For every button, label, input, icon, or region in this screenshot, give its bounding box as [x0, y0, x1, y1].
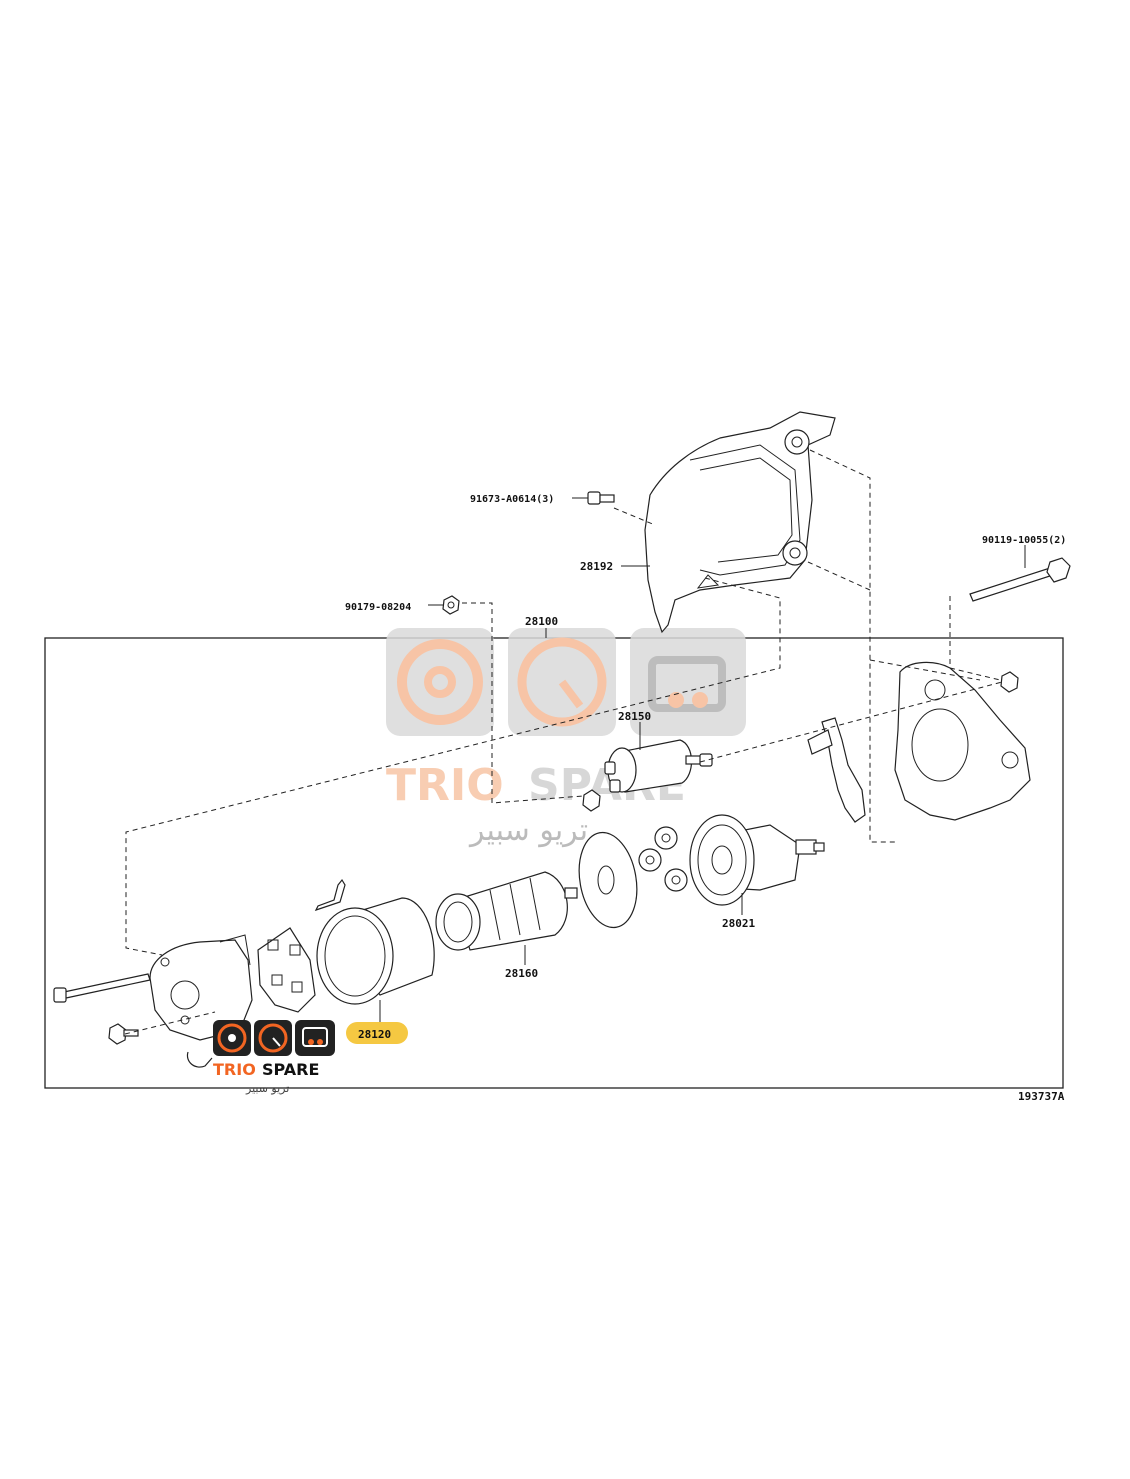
- solenoid-28150: [582, 722, 713, 812]
- logo-brand-left: TRIO: [213, 1060, 256, 1079]
- yoke-28120: [314, 878, 435, 1025]
- label-bolt-90119: 90119-10055(2): [982, 535, 1066, 546]
- cover-plate-28192: [644, 411, 836, 634]
- shift-lever: [807, 717, 866, 823]
- logo-engine-icon: [302, 1027, 328, 1047]
- nut-90179: [428, 595, 460, 615]
- watermark-brand-left: TRIO: [386, 760, 504, 811]
- figure-id: 193737A: [1018, 1090, 1065, 1103]
- highlight-28120: [346, 1022, 408, 1044]
- gear-assy-28021: [689, 814, 825, 915]
- armature-28160: [435, 871, 578, 965]
- watermark: TRIO SPARE تريو سبير: [386, 628, 746, 848]
- label-nut-90179: 90179-08204: [345, 602, 411, 613]
- brand-logo: TRIO SPARE تريو سبير: [213, 1020, 335, 1095]
- washer-plate: [578, 831, 638, 929]
- label-yoke-28120: 28120: [358, 1028, 391, 1041]
- label-assembly-28100: 28100: [525, 615, 558, 628]
- engine-icon: [648, 656, 726, 712]
- planetary-gears: [638, 826, 688, 892]
- gauge-icon: [517, 637, 607, 727]
- logo-brand-arabic: تريو سبير: [245, 1082, 289, 1095]
- label-cover-28192: 28192: [580, 560, 613, 573]
- logo-brand-right: SPARE: [262, 1060, 319, 1079]
- through-bolt-left: [53, 973, 151, 1003]
- watermark-brand-arabic: تريو سبير: [468, 813, 588, 848]
- bolt-91673: [572, 491, 615, 505]
- label-gear-assy-28021: 28021: [722, 917, 755, 930]
- drive-housing: [894, 661, 1031, 821]
- label-armature-28160: 28160: [505, 967, 538, 980]
- alignment-lines: [124, 449, 1003, 1035]
- screw-left: [108, 1023, 139, 1045]
- logo-gauge-icon: [258, 1023, 288, 1053]
- label-solenoid-28150: 28150: [618, 710, 651, 723]
- end-frame-left: [149, 934, 253, 1068]
- brush-holder: [257, 927, 316, 1013]
- logo-disc-icon: [217, 1023, 247, 1053]
- label-bolt-91673: 91673-A0614(3): [470, 494, 554, 505]
- bolt-90119: [969, 545, 1071, 602]
- disc-icon: [397, 639, 483, 725]
